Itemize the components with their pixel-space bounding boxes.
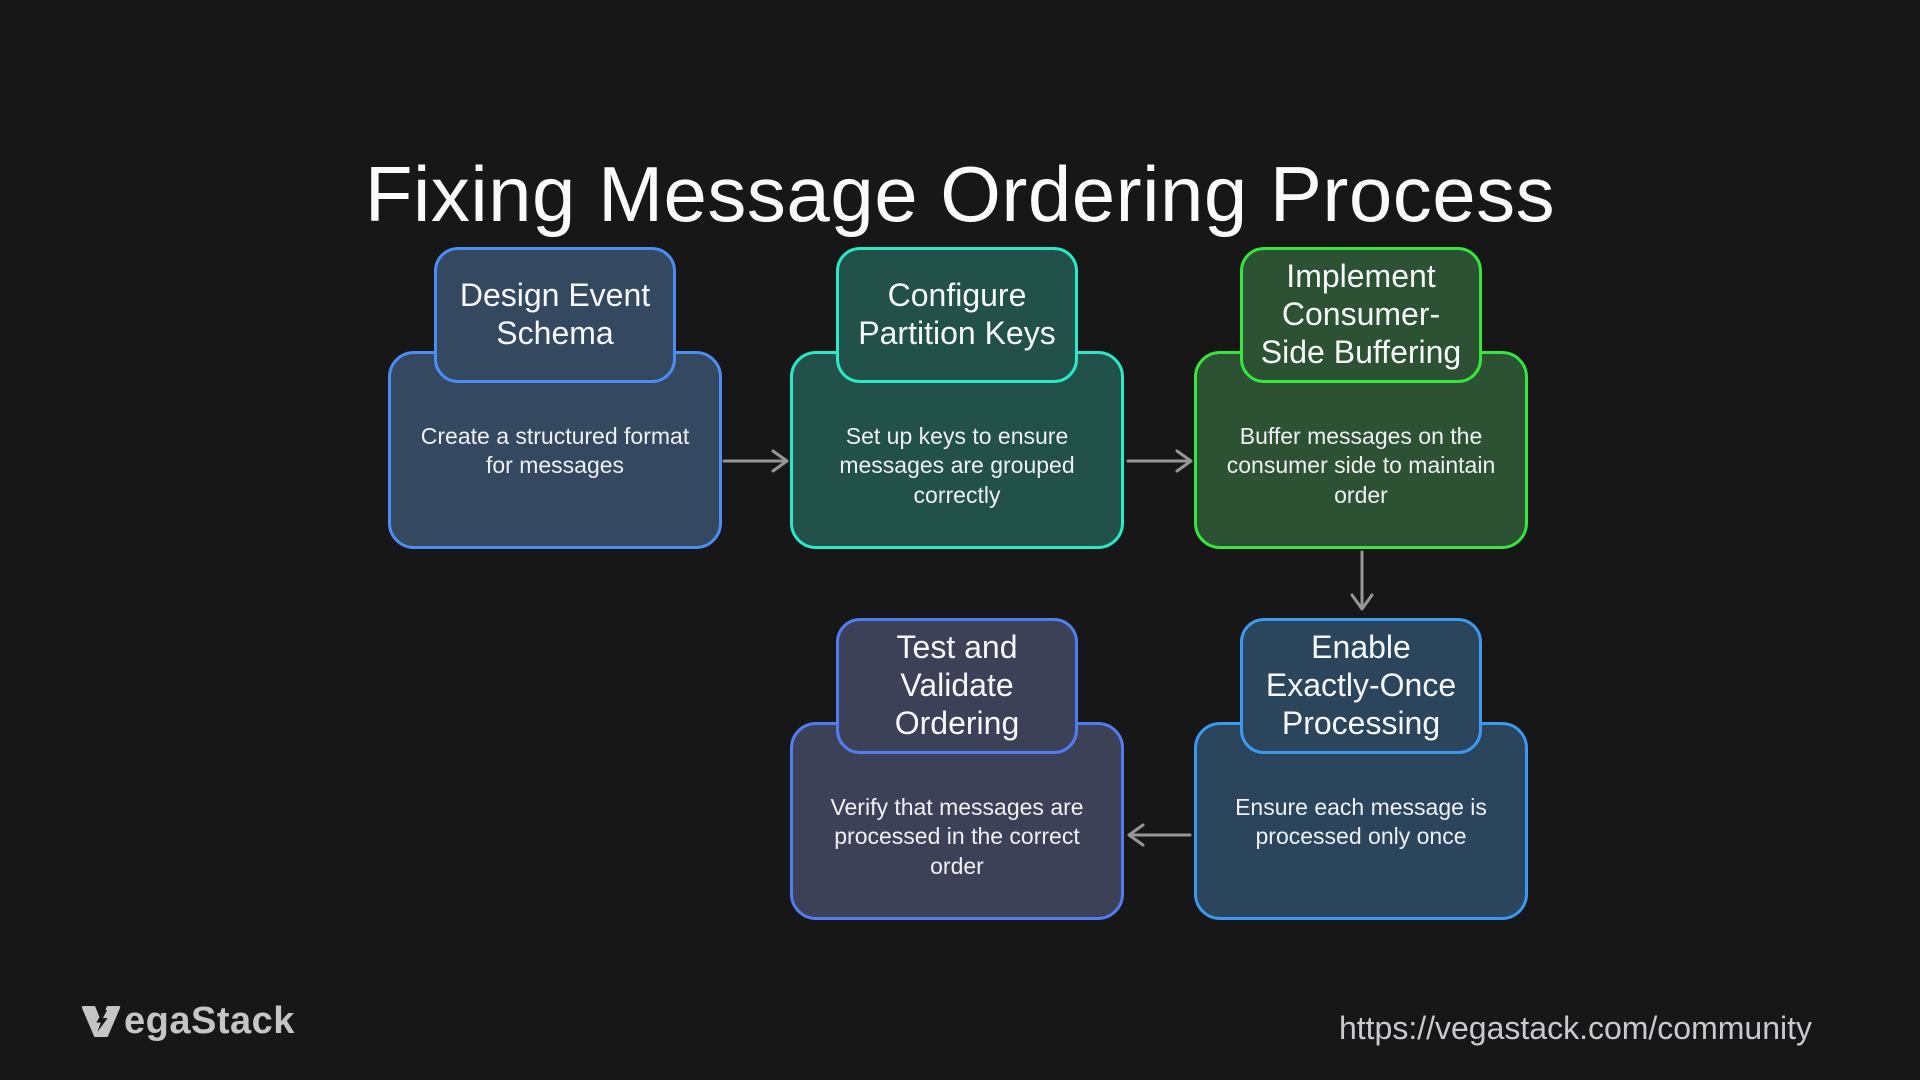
step-title: Test and Validate Ordering [836, 618, 1078, 754]
step-title: Design Event Schema [434, 247, 676, 383]
step-description: Ensure each message is processed only on… [1235, 794, 1487, 850]
step-description: Buffer messages on the consumer side to … [1226, 423, 1496, 508]
step-description: Create a structured format for messages [420, 423, 690, 479]
community-url[interactable]: https://vegastack.com/community [1338, 1010, 1812, 1046]
arrow-right-step2-step3 [1126, 449, 1193, 473]
brand-logo: egaStack [80, 1000, 295, 1042]
step-implement-consumer-side-buffering: Buffer messages on the consumer side to … [1194, 247, 1528, 549]
step-description: Set up keys to ensure messages are group… [839, 423, 1075, 508]
step-design-event-schema: Create a structured format for messages … [388, 247, 722, 549]
step-configure-partition-keys: Set up keys to ensure messages are group… [790, 247, 1124, 549]
step-title: Configure Partition Keys [836, 247, 1078, 383]
step-title: Enable Exactly-Once Processing [1240, 618, 1482, 754]
step-title: Implement Consumer-Side Buffering [1240, 247, 1482, 383]
page-title: Fixing Message Ordering Process [364, 150, 1556, 239]
arrow-down-step3-step4 [1350, 550, 1374, 611]
step-enable-exactly-once-processing: Ensure each message is processed only on… [1194, 618, 1528, 920]
step-description: Verify that messages are processed in th… [830, 794, 1084, 879]
arrow-left-step4-step5 [1127, 823, 1192, 847]
brand-name: egaStack [124, 1000, 295, 1042]
arrow-right-step1-step2 [722, 449, 789, 473]
step-test-and-validate-ordering: Verify that messages are processed in th… [790, 618, 1124, 920]
vegastack-v-bolt-icon [81, 1006, 121, 1038]
